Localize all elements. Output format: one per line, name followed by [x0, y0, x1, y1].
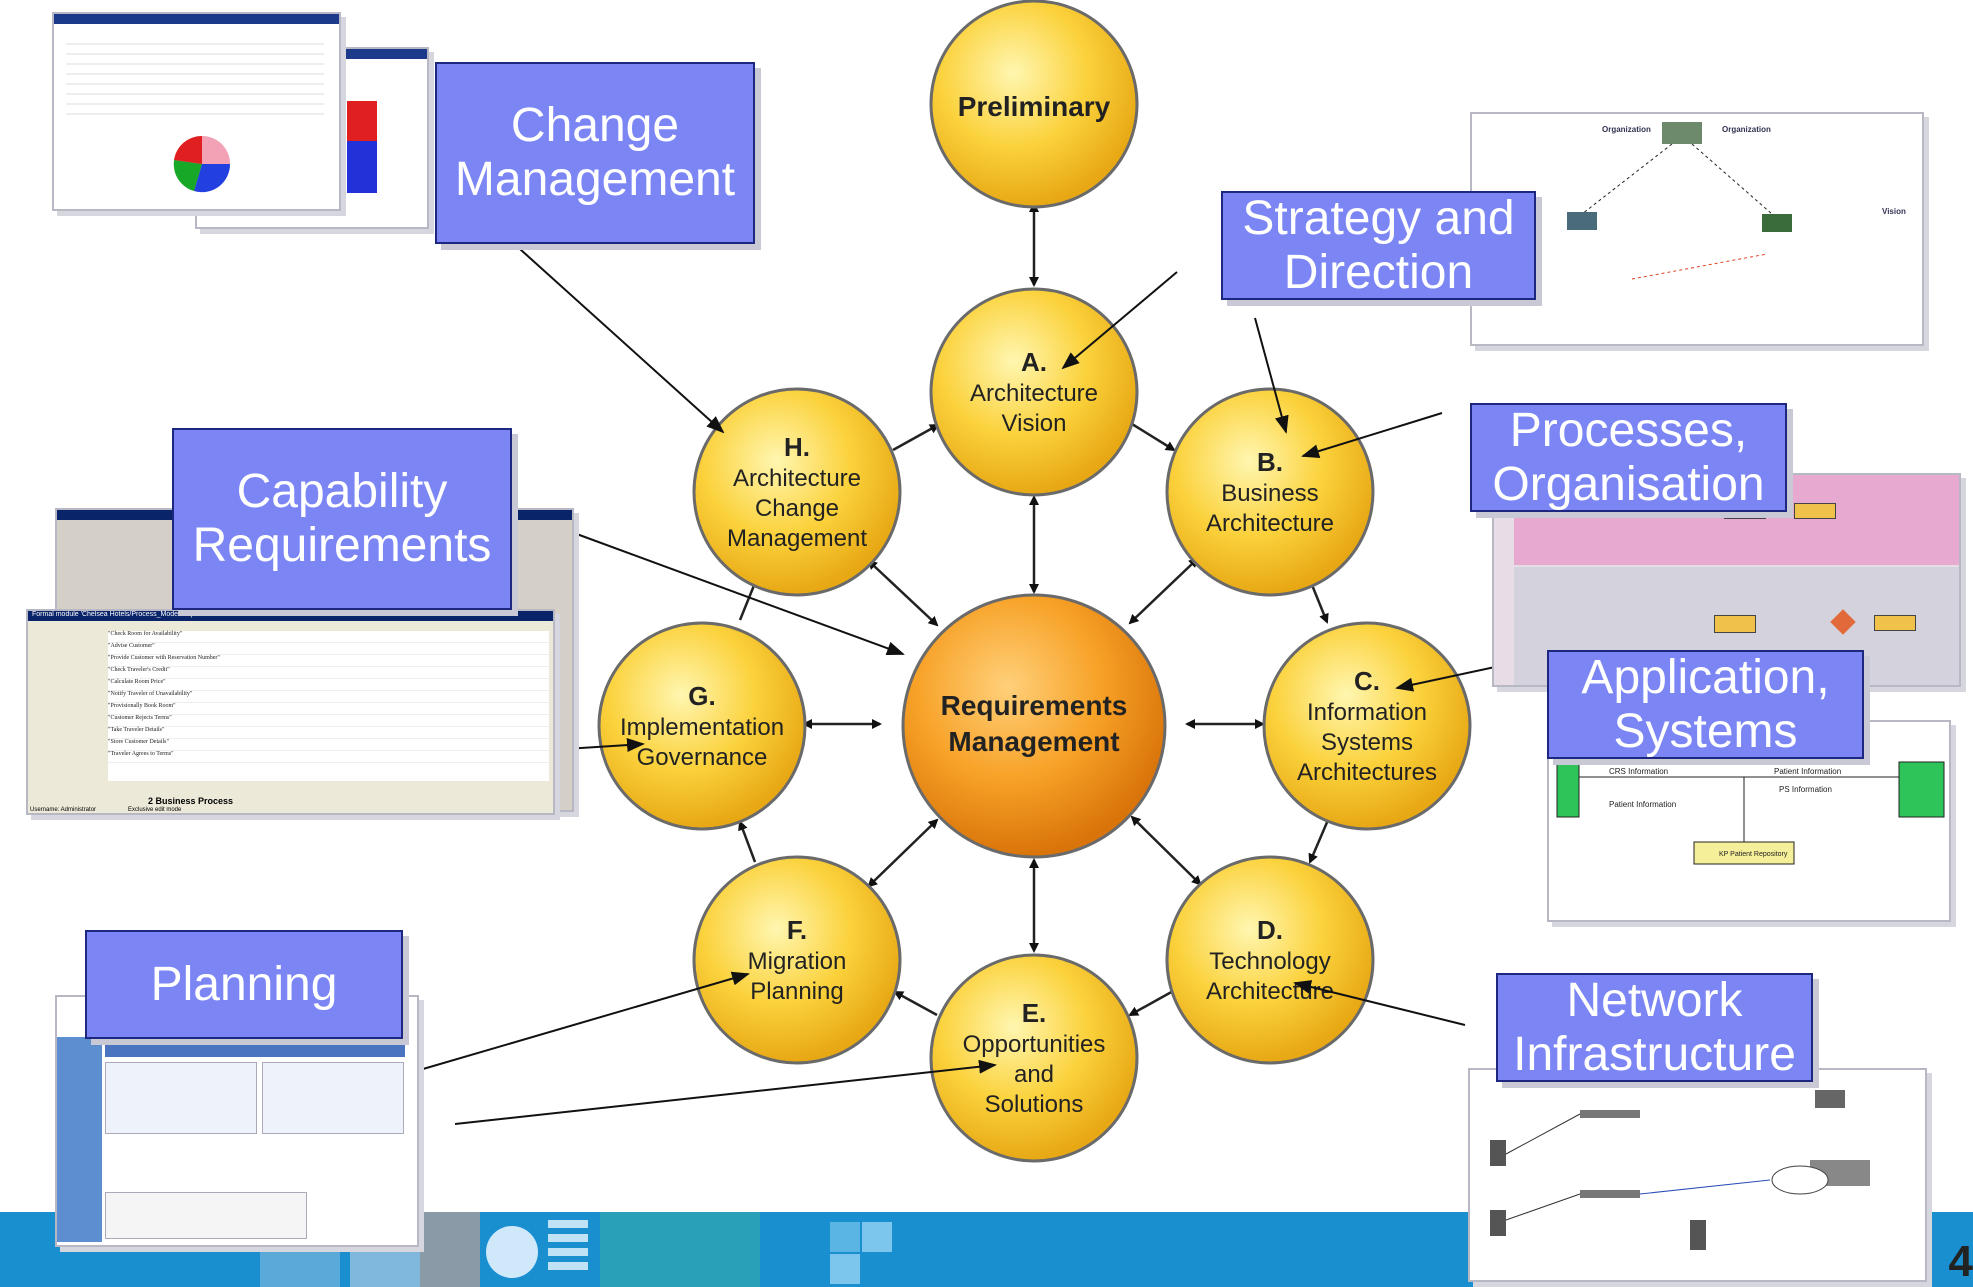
capability-row: "Notify Traveler of Unavailability" [108, 691, 549, 703]
callout-change-management-label: Change Management [454, 99, 736, 206]
capability-row: "Take Traveler Details" [108, 727, 549, 739]
callout-processes-organisation: Processes, Organisation [1470, 403, 1787, 512]
capability-status-mode: Exclusive edit mode [128, 807, 182, 813]
capability-row: "Check Room for Availability" [108, 631, 549, 643]
strategy-org-right: Organization [1722, 125, 1771, 134]
capability-row: "Traveler Agrees to Terms" [108, 751, 549, 763]
network-infrastructure-screenshot [1468, 1068, 1927, 1282]
callout-planning: Planning [85, 930, 403, 1039]
phase-a-circle [929, 287, 1139, 497]
capability-row: "Customer Rejects Terms" [108, 715, 549, 727]
callout-network-infrastructure: Network Infrastructure [1496, 973, 1813, 1082]
capability-row: "Calculate Room Price" [108, 679, 549, 691]
capability-row: "Provide Customer with Reservation Numbe… [108, 655, 549, 667]
app-flow-patient-1: Patient Information [1774, 767, 1841, 776]
pie-chart-thumbnail [66, 43, 324, 193]
capability-table: "Check Room for Availability""Advise Cus… [108, 631, 549, 781]
phase-c-circle [1262, 621, 1472, 831]
strategy-org-left: Organization [1602, 125, 1651, 134]
phase-e-circle [929, 953, 1139, 1163]
phase-d-circle [1165, 855, 1375, 1065]
capability-row: "Advise Customer" [108, 643, 549, 655]
app-flow-crs: CRS Information [1609, 767, 1668, 776]
callout-planning-label: Planning [150, 957, 338, 1011]
callout-network-infrastructure-label: Network Infrastructure [1513, 973, 1796, 1081]
capability-status-user: Username: Administrator [30, 807, 97, 813]
phase-preliminary: Preliminary [929, 0, 1139, 209]
app-flow-patient-2: Patient Information [1609, 800, 1676, 809]
callout-processes-organisation-label: Processes, Organisation [1492, 403, 1765, 511]
bar-chart-thumbnail [347, 101, 377, 193]
callout-strategy-direction: Strategy and Direction [1221, 191, 1536, 300]
callout-application-systems-label: Application, Systems [1581, 650, 1830, 758]
capability-window-title: Formal module 'Chelsea Hotels/Process_Mo… [28, 611, 553, 621]
capability-row: "Provisionally Book Room" [108, 703, 549, 715]
callout-capability-requirements: Capability Requirements [172, 428, 512, 610]
phase-g-circle [597, 621, 807, 831]
spoke-arrows [802, 202, 1265, 953]
network-diagram-thumbnail [1490, 1090, 1870, 1250]
strategy-diagram-thumbnail: Organization Organization Vision [1567, 122, 1906, 280]
callout-strategy-direction-label: Strategy and Direction [1242, 191, 1515, 299]
app-flow-ps: PS Information [1779, 785, 1832, 794]
capability-section-heading: 2 Business Process [148, 796, 234, 806]
phase-f-circle [692, 855, 902, 1065]
capability-requirements-screenshot: Formal module 'Chelsea Hotels/Process_Mo… [26, 609, 555, 815]
strategy-vision: Vision [1882, 207, 1906, 216]
strategy-direction-screenshot: Organization Organization Vision [1470, 112, 1924, 346]
phase-preliminary-label: Preliminary [958, 91, 1111, 122]
capability-row: "Check Traveler's Credit" [108, 667, 549, 679]
app-repository: KP Patient Repository [1719, 851, 1788, 858]
callout-change-management: Change Management [435, 62, 755, 244]
capability-row: "Store Customer Details" [108, 739, 549, 751]
application-diagram-thumbnail: CRS Information Patient Information Pati… [1556, 761, 1945, 865]
phase-h-circle [692, 387, 902, 597]
phase-b-circle [1165, 387, 1375, 597]
change-management-screenshot [52, 12, 341, 211]
callout-application-systems: Application, Systems [1547, 650, 1864, 759]
callout-capability-requirements-label: Capability Requirements [192, 465, 492, 572]
page-number: 4 [1948, 1237, 1973, 1286]
